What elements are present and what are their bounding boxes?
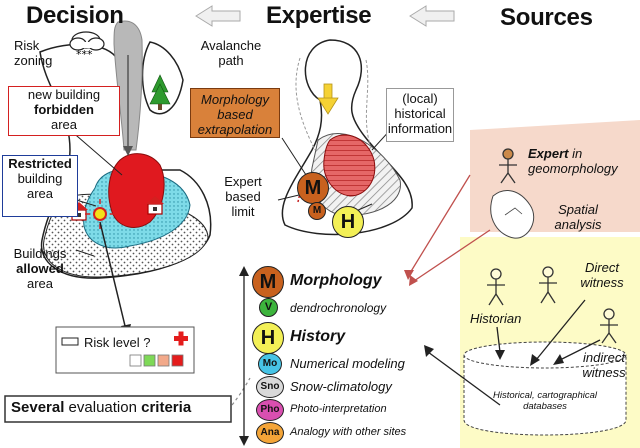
arrow-expert-to-morphology — [409, 174, 471, 274]
connector-forbidden — [69, 129, 123, 176]
criteria-snow-label: Snow-climatology — [290, 379, 392, 394]
criteria-dendro-label: dendrochronology — [290, 301, 387, 315]
historian-figure-icon — [487, 268, 505, 306]
connector-allowed — [75, 249, 95, 257]
header-expertise: Expertise — [266, 2, 372, 29]
historical-zone — [323, 134, 376, 197]
risk-swatch-white — [129, 354, 142, 367]
direct-witness-figure-icon — [539, 266, 557, 304]
morphology-badge: M — [297, 172, 329, 204]
header-arrow-sources-to-expertise — [409, 5, 455, 27]
risk-level-label: Risk level ? — [84, 335, 151, 350]
expert-label: Expert in geomorphology — [528, 146, 618, 176]
historian-label: Historian — [470, 311, 522, 326]
svg-text:***: *** — [76, 48, 93, 61]
connector-risk-level — [99, 221, 127, 331]
decision-map: *** — [39, 20, 212, 336]
risk-level-box — [55, 326, 195, 374]
criteria-badge-snow: Sno — [256, 376, 284, 398]
mountain-slope-right — [141, 41, 184, 115]
criteria-label: Several evaluation criteria — [11, 399, 192, 416]
allowed-area-label: Buildings allowed area — [13, 246, 67, 291]
house-icon — [146, 196, 164, 215]
risk-swatch-green — [143, 354, 156, 367]
criteria-badge-history: H — [252, 322, 284, 354]
red-cross-icon — [174, 331, 188, 346]
forbidden-area-label: new building forbidden area — [8, 86, 120, 136]
risk-swatch-orange — [157, 354, 170, 367]
arrow-database-to-history — [427, 351, 501, 406]
criteria-badge-dendro: V — [259, 298, 278, 317]
risk-swatch-red — [171, 354, 184, 367]
connector-morph — [281, 137, 309, 179]
expert-figure-icon — [499, 148, 517, 184]
criteria-modeling-label: Numerical modeling — [290, 356, 405, 371]
criteria-morphology-label: Morphology — [290, 272, 382, 289]
history-badge: H — [332, 206, 364, 238]
header-sources: Sources — [500, 4, 593, 31]
criteria-history-label: History — [290, 328, 346, 345]
criteria-badge-modeling: Mo — [258, 353, 282, 375]
criteria-dotted-link — [231, 377, 251, 406]
snow-cloud-icon: *** — [69, 31, 105, 61]
criteria-badge-analogy: Ana — [256, 422, 284, 444]
arrow-spatial-to-morphology — [413, 229, 491, 282]
risk-point-icon — [85, 199, 115, 229]
header-arrow-expertise-to-decision — [195, 5, 241, 27]
tree-icon — [149, 74, 171, 110]
criteria-badge-photo: Pho — [256, 399, 284, 421]
criteria-analogy-label: Analogy with other sites — [290, 426, 407, 438]
indirect-witness-figure-icon — [600, 308, 618, 344]
flow-arrow-icon — [317, 83, 339, 115]
risk-level-icon — [61, 337, 79, 346]
header-decision: Decision — [26, 2, 124, 29]
spatial-sketch — [490, 190, 535, 239]
criteria-badge-morphology: M — [252, 266, 284, 298]
small-morphology-badge: M — [308, 202, 326, 220]
criteria-photo-label: Photo-interpretation — [290, 403, 387, 415]
criteria-box — [4, 395, 232, 423]
restricted-area-label: Restricted building area — [2, 155, 78, 217]
database-icon — [463, 341, 627, 436]
